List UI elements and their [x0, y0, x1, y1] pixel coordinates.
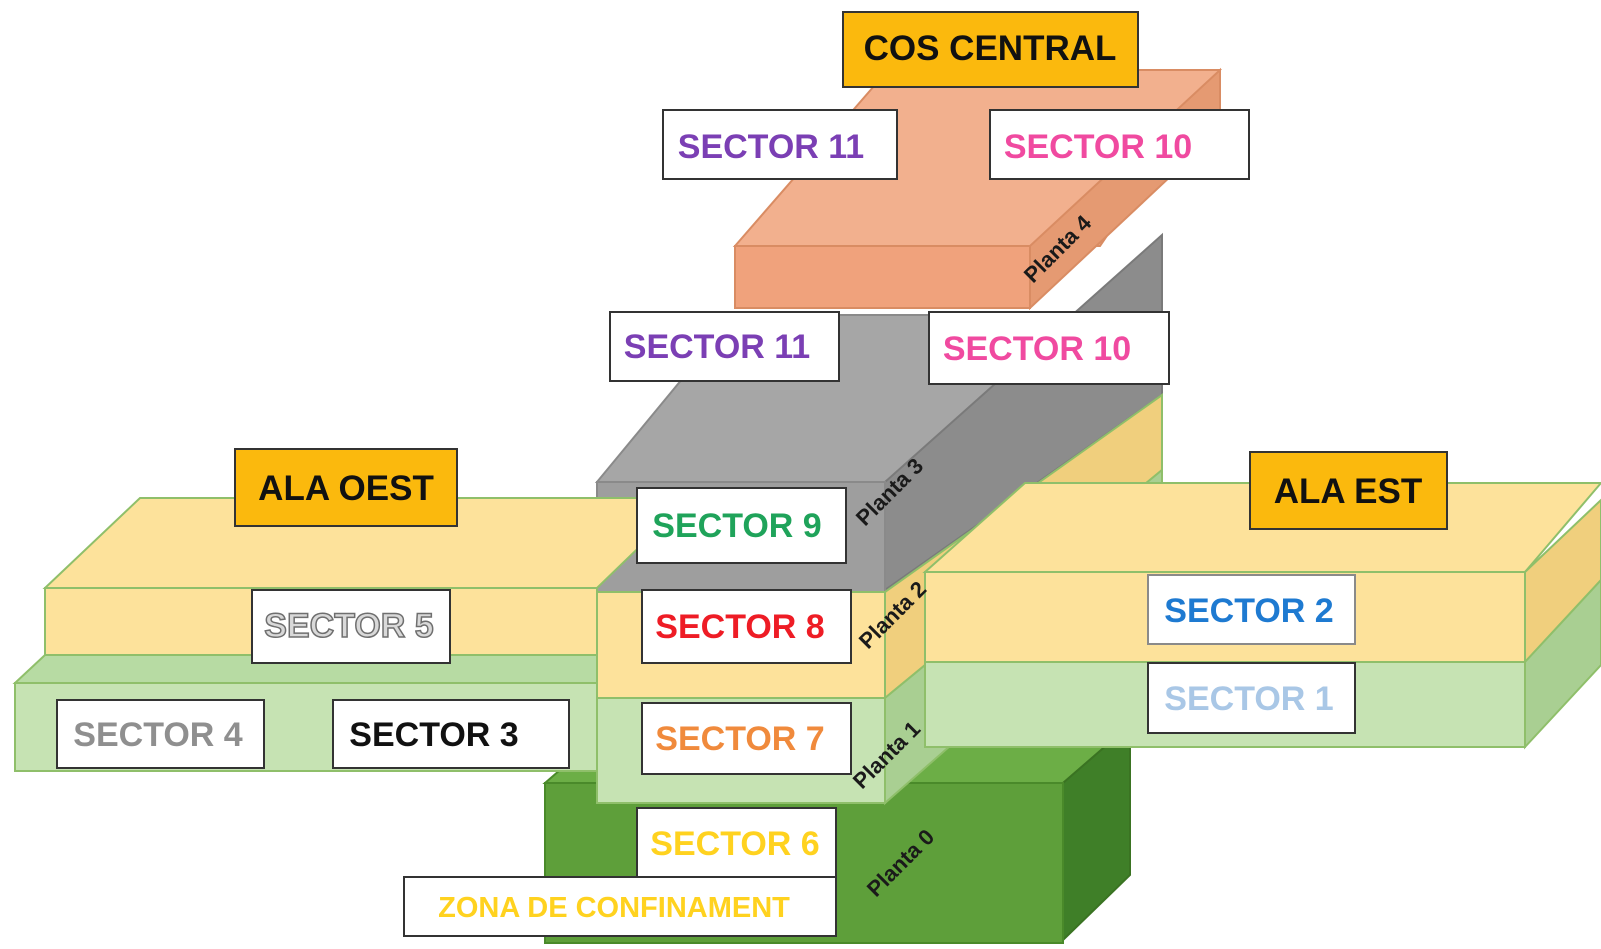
zona-confinament-label: ZONA DE CONFINAMENT — [438, 892, 790, 924]
sector-10-mid: SECTOR 10 — [928, 311, 1170, 385]
sector-11-mid-label: SECTOR 11 — [624, 328, 810, 366]
ala-est-header: ALA EST — [1249, 451, 1448, 530]
sector-7-label: SECTOR 7 — [655, 720, 824, 758]
sector-8: SECTOR 8 — [641, 589, 852, 664]
sector-3: SECTOR 3 — [332, 699, 570, 769]
sector-11-mid: SECTOR 11 — [609, 311, 840, 382]
sector-2: SECTOR 2 — [1147, 574, 1356, 645]
sector-11-top-label: SECTOR 11 — [678, 128, 864, 166]
sector-9-label: SECTOR 9 — [652, 507, 821, 545]
sector-4: SECTOR 4 — [56, 699, 265, 769]
sector-6: SECTOR 6 — [636, 807, 837, 879]
sector-1-label: SECTOR 1 — [1164, 680, 1333, 718]
sector-7: SECTOR 7 — [641, 702, 852, 775]
sector-4-label: SECTOR 4 — [73, 716, 243, 754]
sector-10-top: SECTOR 10 — [989, 109, 1250, 180]
cos-central-title: COS CENTRAL — [864, 29, 1117, 68]
ala-oest-header: ALA OEST — [234, 448, 458, 527]
zona-confinament: ZONA DE CONFINAMENT — [403, 876, 837, 937]
sector-6-label: SECTOR 6 — [650, 825, 819, 863]
sector-5-label: SECTOR 5 — [264, 607, 433, 645]
ala-est-title: ALA EST — [1274, 472, 1422, 511]
sector-5: SECTOR 5 — [251, 589, 451, 664]
sector-9: SECTOR 9 — [636, 487, 847, 564]
sector-10-top-label: SECTOR 10 — [1004, 128, 1192, 166]
sector-10-mid-label: SECTOR 10 — [943, 330, 1131, 368]
sector-3-label: SECTOR 3 — [349, 716, 518, 754]
sector-11-top: SECTOR 11 — [662, 109, 898, 180]
ala-oest-title: ALA OEST — [258, 469, 434, 508]
sector-1: SECTOR 1 — [1147, 662, 1356, 734]
sector-2-label: SECTOR 2 — [1164, 592, 1333, 630]
sector-8-label: SECTOR 8 — [655, 608, 824, 646]
cos-central-header: COS CENTRAL — [842, 11, 1139, 88]
